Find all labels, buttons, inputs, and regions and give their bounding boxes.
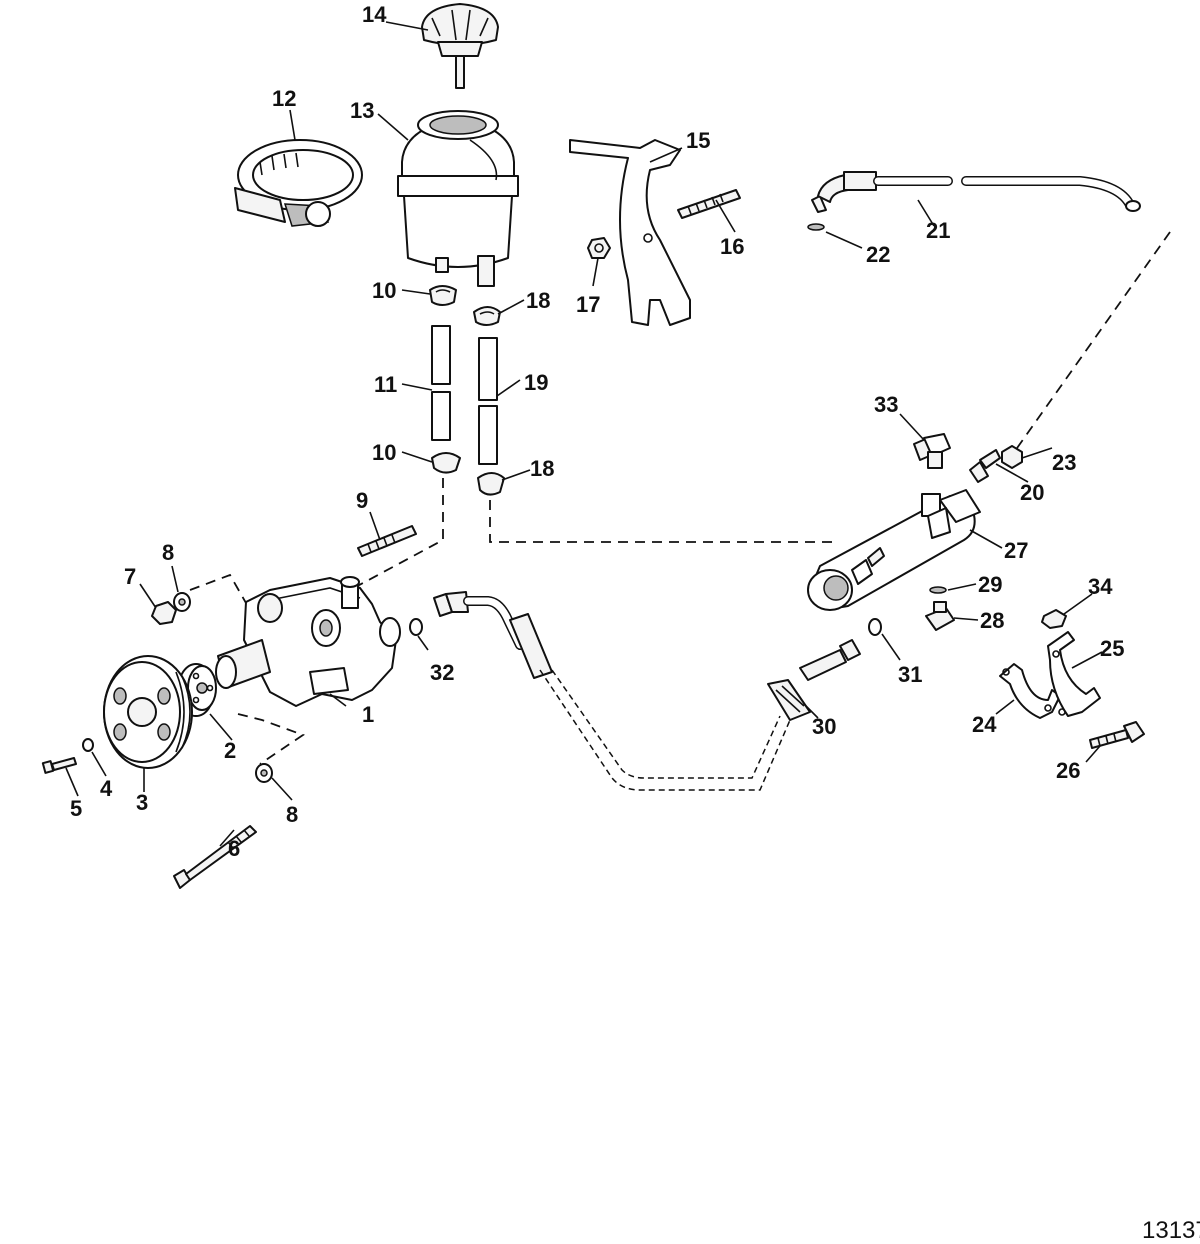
bolt-5[interactable]	[41, 757, 77, 774]
callout-14: 14	[362, 2, 387, 27]
callout-9: 9	[356, 488, 368, 513]
callout-30: 30	[812, 714, 836, 739]
reference-number: 13137	[1142, 1217, 1200, 1244]
callout-31: 31	[898, 662, 922, 687]
callout-33: 33	[874, 392, 898, 417]
drive-pulley[interactable]	[103, 655, 193, 769]
callout-20: 20	[1020, 480, 1044, 505]
mounting-bracket[interactable]	[569, 139, 691, 326]
washer-8-bottom[interactable]	[255, 763, 273, 783]
nut-23[interactable]	[1001, 445, 1023, 469]
callout-22: 22	[866, 242, 890, 267]
callout-32: 32	[430, 660, 454, 685]
callout-8-bottom: 8	[286, 802, 298, 827]
callout-labels: 1 2 3 4 5 6 7 8 8 9 10 10 11 12 13 14 15…	[70, 2, 1124, 861]
callout-18-top: 18	[526, 288, 550, 313]
clamp-18-bottom[interactable]	[477, 472, 505, 496]
return-hose[interactable]	[811, 171, 1141, 213]
callout-11: 11	[374, 372, 397, 397]
elbow-fitting[interactable]	[913, 433, 951, 469]
hose-19[interactable]	[478, 337, 498, 465]
clamp-10-top[interactable]	[429, 285, 457, 306]
stud-pump[interactable]	[357, 525, 417, 557]
fluid-reservoir[interactable]	[397, 110, 519, 287]
callout-34: 34	[1088, 574, 1113, 599]
reservoir-cap[interactable]	[421, 3, 499, 89]
pressure-hose[interactable]	[433, 591, 861, 791]
callout-15: 15	[686, 128, 710, 153]
callout-2: 2	[224, 738, 236, 763]
bolt-26[interactable]	[1089, 721, 1145, 749]
washer-8-top[interactable]	[173, 592, 191, 612]
callout-17: 17	[576, 292, 600, 317]
fluid-cooler[interactable]	[807, 489, 981, 611]
stud-bracket[interactable]	[677, 189, 741, 219]
leader-lines	[65, 21, 1103, 847]
callout-21: 21	[926, 218, 950, 243]
o-ring-29[interactable]	[929, 586, 947, 594]
drain-plug[interactable]	[925, 601, 955, 631]
bolt-6[interactable]	[173, 825, 257, 889]
clamp-half-25[interactable]	[1047, 631, 1101, 717]
callout-13: 13	[350, 98, 374, 123]
callout-10-top: 10	[372, 278, 396, 303]
o-ring-22[interactable]	[807, 223, 825, 231]
callout-28: 28	[980, 608, 1004, 633]
callout-1: 1	[362, 702, 374, 727]
callout-4: 4	[100, 776, 113, 801]
callout-8-top: 8	[162, 540, 174, 565]
nut-7[interactable]	[151, 601, 177, 625]
callout-25: 25	[1100, 636, 1124, 661]
callout-12: 12	[272, 86, 296, 111]
callout-3: 3	[136, 790, 148, 815]
power-steering-pump[interactable]	[215, 576, 401, 707]
o-ring-32[interactable]	[409, 618, 423, 636]
o-ring-31[interactable]	[868, 618, 882, 636]
callout-16: 16	[720, 234, 744, 259]
hose-11[interactable]	[431, 325, 451, 441]
callout-26: 26	[1056, 758, 1080, 783]
callout-18-bottom: 18	[530, 456, 554, 481]
nut-34[interactable]	[1041, 609, 1067, 629]
washer-4[interactable]	[82, 738, 94, 752]
nut-bracket[interactable]	[587, 237, 611, 259]
clamp-10-bottom[interactable]	[431, 452, 461, 474]
callout-19: 19	[524, 370, 548, 395]
callout-27: 27	[1004, 538, 1028, 563]
callout-23: 23	[1052, 450, 1076, 475]
callout-24: 24	[972, 712, 997, 737]
callout-5: 5	[70, 796, 82, 821]
callout-7: 7	[124, 564, 136, 589]
hose-clamp-large[interactable]	[234, 139, 363, 227]
clamp-18-top[interactable]	[473, 306, 501, 326]
fitting-20[interactable]	[969, 449, 1001, 483]
callout-29: 29	[978, 572, 1002, 597]
callout-10-bottom: 10	[372, 440, 396, 465]
dashed-connections	[189, 231, 1171, 765]
callout-6: 6	[228, 836, 240, 861]
